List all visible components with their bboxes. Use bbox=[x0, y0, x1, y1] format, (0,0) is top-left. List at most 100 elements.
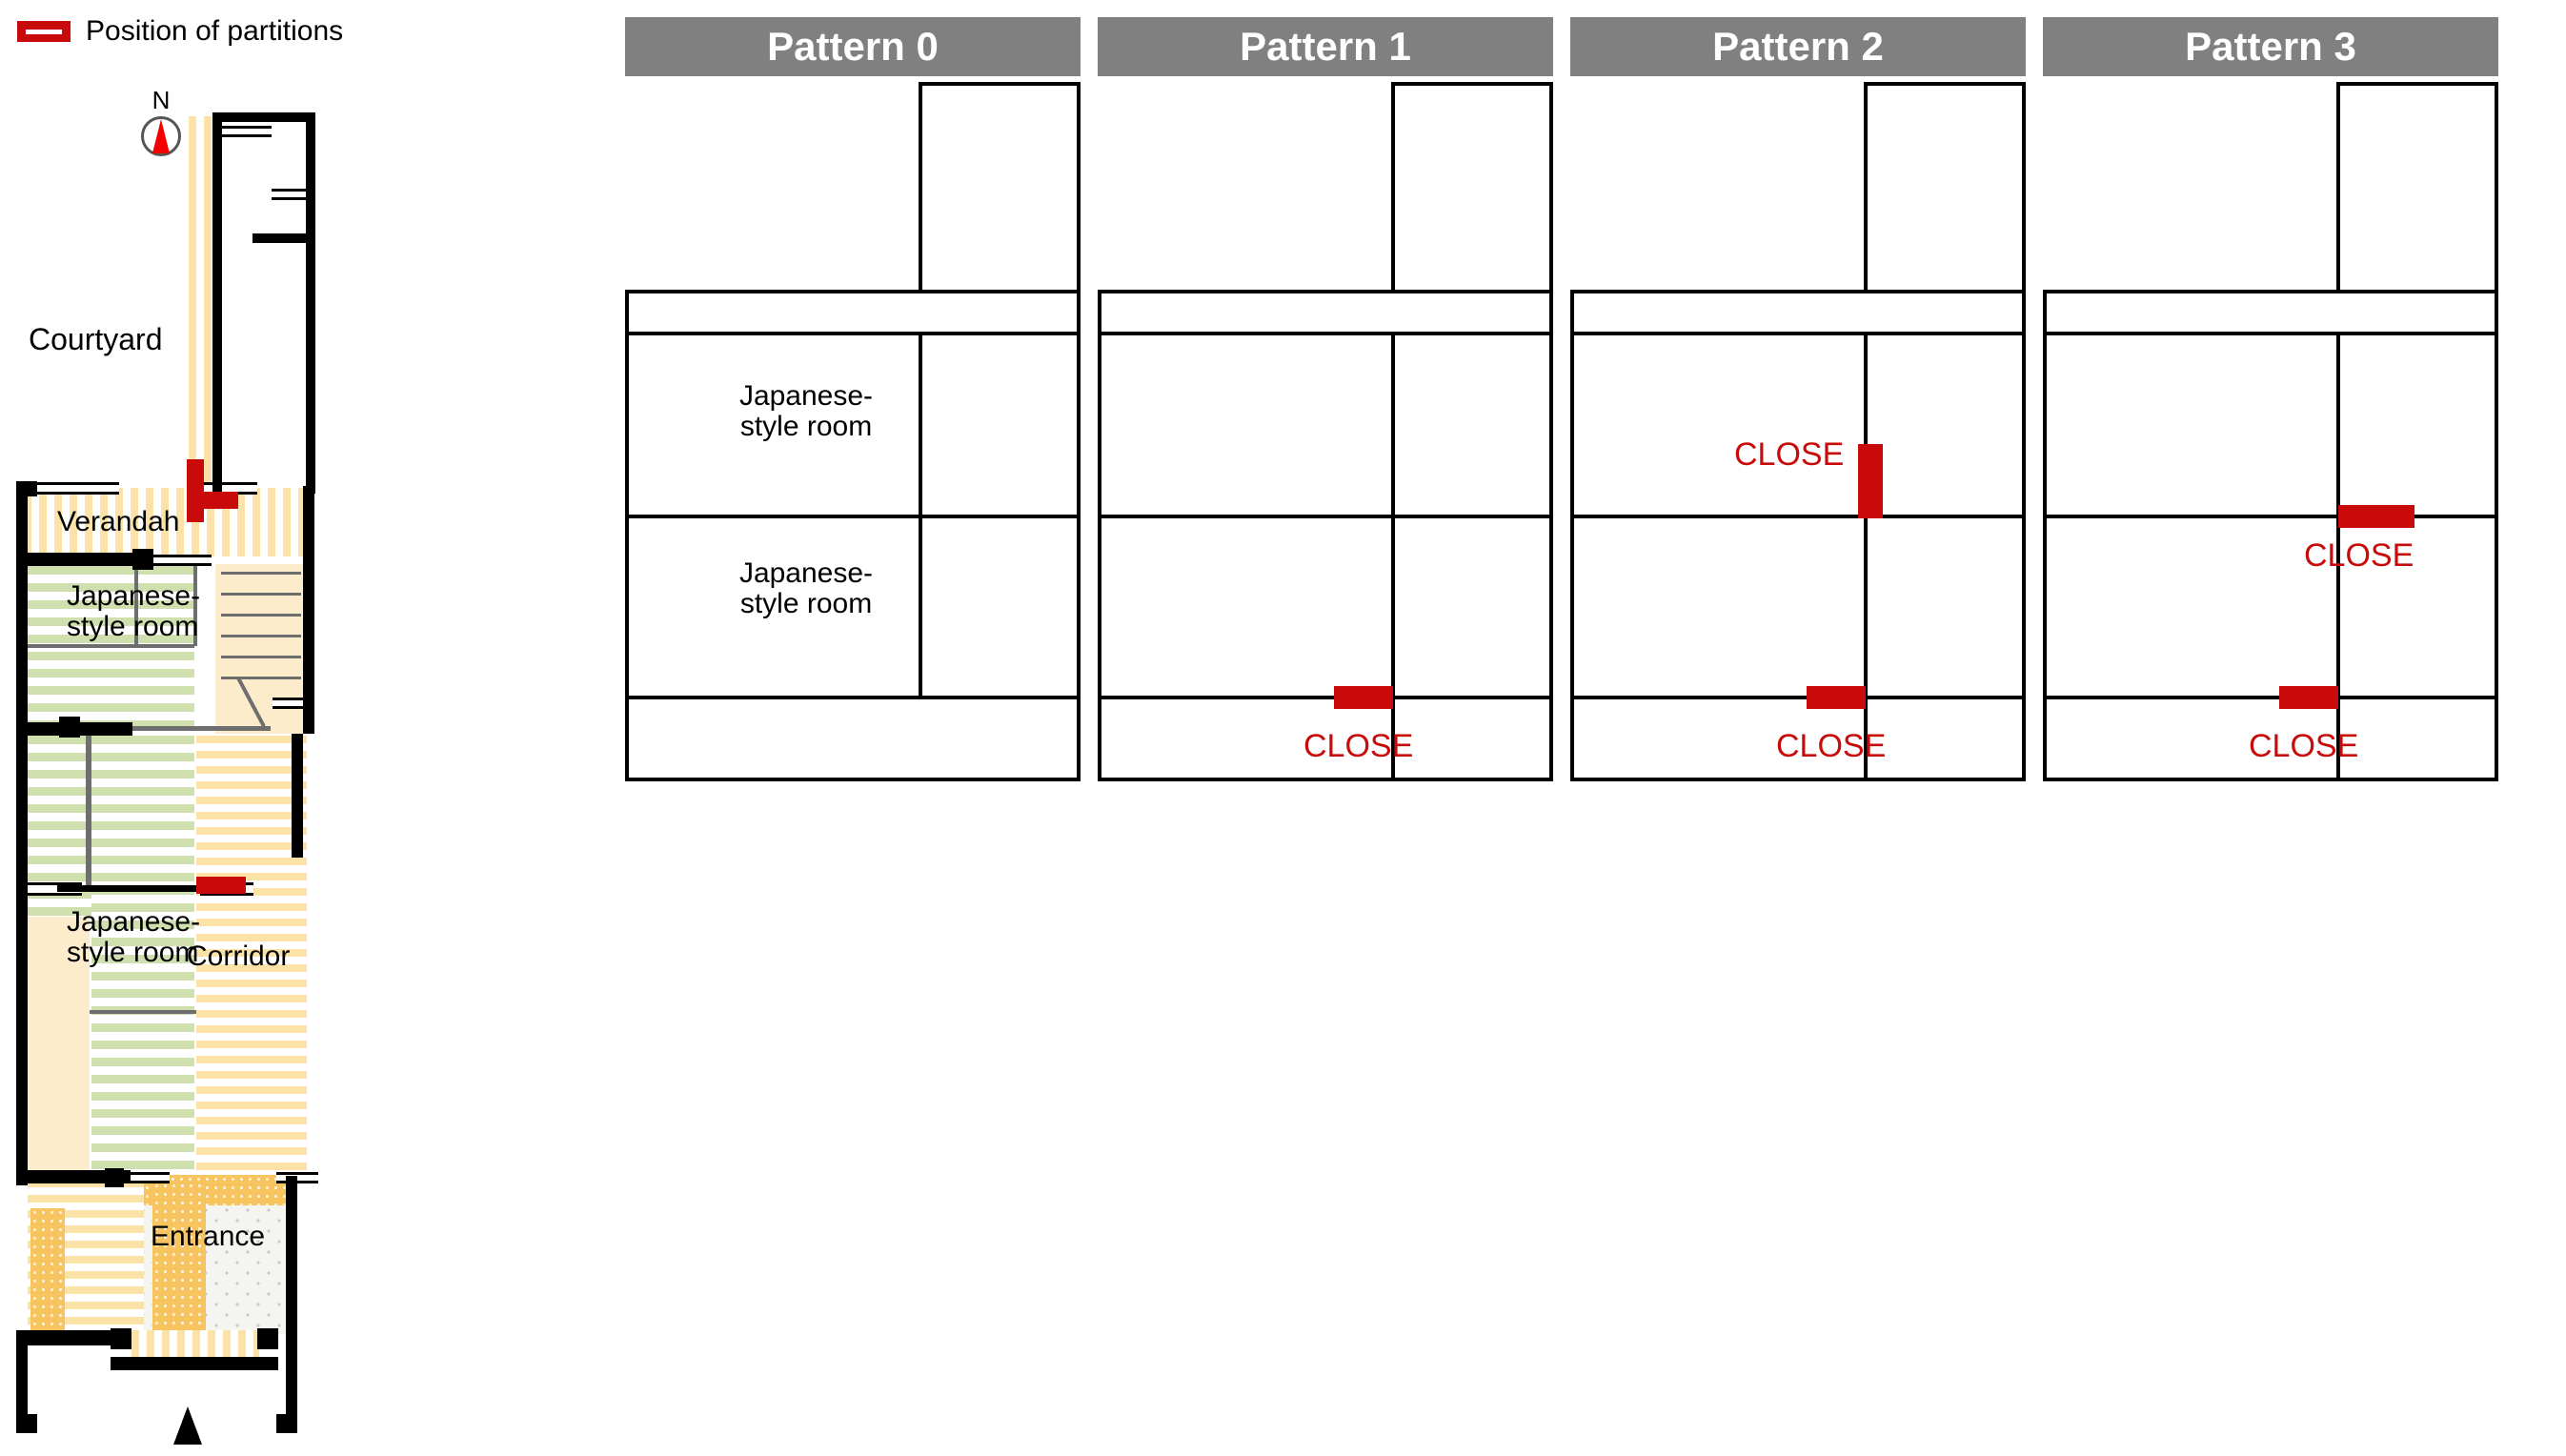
pattern-panel-2[interactable]: Pattern 2 CLOSE CLOSE bbox=[1570, 17, 2026, 1351]
p2-line-baseline bbox=[1570, 778, 2026, 781]
stair-step-3 bbox=[221, 614, 301, 617]
plan-partition-horizontal-mid bbox=[187, 492, 238, 509]
plan-wall-east-upper bbox=[303, 486, 314, 734]
room-north-label-line2: style room bbox=[67, 610, 199, 642]
p2-line-verandah-top bbox=[1570, 290, 2026, 293]
p1-line-top-right-edge bbox=[1549, 82, 1553, 293]
p2-line-corridor-v bbox=[1864, 335, 1868, 781]
p1-line-corridor-v bbox=[1391, 335, 1395, 781]
p0-line-top-right-h bbox=[919, 82, 1081, 86]
p0-line-verandah-bottom bbox=[625, 332, 1081, 335]
entrance-door-sill bbox=[111, 1357, 278, 1370]
compass-ring bbox=[141, 116, 181, 156]
entrance-post-south bbox=[111, 1328, 131, 1349]
annex-window-mid bbox=[272, 189, 308, 200]
plan-wall-southeast bbox=[286, 1330, 297, 1431]
stair-step-5 bbox=[221, 656, 301, 658]
room-north-post-a bbox=[132, 549, 153, 570]
p0-room-south-line2: style room bbox=[739, 587, 873, 619]
room-vertical-seam bbox=[86, 726, 91, 888]
annex-floor bbox=[214, 119, 310, 491]
room-north-tatami-seam-a bbox=[134, 566, 138, 646]
p3-line-top-right-h bbox=[2336, 82, 2498, 86]
room-north-wall-south-of-verandah bbox=[16, 553, 140, 566]
room-south-seam-a bbox=[90, 1010, 196, 1014]
p1-line-verandah-top bbox=[1098, 290, 1553, 293]
plan-wall-west-lower bbox=[16, 722, 28, 1185]
p0-line-mid-h bbox=[625, 515, 1081, 518]
room-south-lintel bbox=[57, 885, 210, 892]
room-north-label-line1: Japanese- bbox=[67, 580, 201, 612]
p1-line-right-edge bbox=[1549, 290, 1553, 781]
verandah-wall-north-block bbox=[16, 481, 37, 496]
annex-window-top bbox=[222, 126, 272, 137]
plan-partition-vertical bbox=[187, 459, 204, 522]
p0-line-right-edge bbox=[1077, 290, 1081, 781]
entrance-post-north bbox=[105, 1168, 124, 1187]
p0-line-corridor-v bbox=[919, 335, 922, 698]
p3-line-verandah-bottom bbox=[2043, 332, 2498, 335]
stair-step-4 bbox=[221, 635, 301, 637]
room-mid-seam bbox=[90, 726, 271, 731]
entrance-wall-north bbox=[16, 1170, 131, 1183]
room-south-label-line1: Japanese- bbox=[67, 906, 201, 938]
p3-line-baseline bbox=[2043, 778, 2498, 781]
p2-line-mid-h bbox=[1570, 515, 2026, 518]
p2-line-right-edge bbox=[2022, 290, 2026, 781]
p3-line-verandah-top bbox=[2043, 290, 2498, 293]
p0-line-left-edge bbox=[625, 290, 629, 781]
entrance-label: Entrance bbox=[151, 1221, 266, 1252]
plan-partition-horizontal-lower bbox=[196, 877, 246, 894]
p1-line-top-right-h bbox=[1391, 82, 1553, 86]
verandah-wall-west bbox=[16, 481, 28, 563]
pattern-1-header: Pattern 1 bbox=[1098, 17, 1553, 76]
p1-line-top-right-v bbox=[1391, 82, 1395, 293]
pattern-1-title: Pattern 1 bbox=[1240, 24, 1411, 69]
p1-line-mid-h bbox=[1098, 515, 1553, 518]
pattern-3-partition-middle bbox=[2338, 505, 2414, 528]
pattern-1-close-label-bottom: CLOSE bbox=[1303, 728, 1414, 764]
entrance-approach-arrow-icon bbox=[173, 1406, 202, 1445]
plan-wall-east-lower bbox=[292, 734, 303, 858]
p0-line-baseline bbox=[625, 778, 1081, 781]
p2-line-verandah-bottom bbox=[1570, 332, 2026, 335]
pattern-3-partition-bottom bbox=[2279, 686, 2338, 709]
p0-room-north-line2: style room bbox=[739, 410, 873, 442]
p3-line-mid-h bbox=[2043, 515, 2498, 518]
p0-line-bottom-h bbox=[625, 696, 1081, 699]
pattern-panel-0[interactable]: Pattern 0 Japanese- style room Japanese-… bbox=[625, 17, 1081, 1351]
p3-line-right-edge bbox=[2495, 290, 2498, 781]
pattern-2-close-label-middle: CLOSE bbox=[1734, 436, 1845, 473]
legend: Position of partitions bbox=[17, 17, 343, 46]
pattern-panel-3[interactable]: Pattern 3 CLOSE CLOSE bbox=[2043, 17, 2498, 1351]
compass-label: N bbox=[152, 86, 171, 114]
p2-line-top-right-v bbox=[1864, 82, 1868, 293]
stair-step-6 bbox=[221, 677, 301, 679]
room-north-label: Japanese- style room bbox=[67, 581, 200, 642]
entrance-closet-mid bbox=[152, 1182, 206, 1344]
pattern-3-close-label-bottom: CLOSE bbox=[2249, 728, 2359, 764]
compass-needle bbox=[152, 119, 170, 153]
corridor-label: Corridor bbox=[187, 940, 291, 972]
room-south-label: Japanese- style room bbox=[67, 907, 200, 968]
room-north-fusuma-a bbox=[152, 555, 212, 566]
p2-line-top-right-edge bbox=[2022, 82, 2026, 293]
partition-swatch-icon bbox=[17, 21, 71, 42]
p0-line-top-right-v bbox=[919, 82, 922, 293]
room-north-wall-west bbox=[16, 553, 28, 732]
pattern-2-close-label-bottom: CLOSE bbox=[1776, 728, 1887, 764]
room-north-tatami-seam-b bbox=[193, 564, 197, 646]
p0-line-top-right-edge bbox=[1077, 82, 1081, 293]
p0-room-south-line1: Japanese- bbox=[738, 557, 874, 589]
pattern-2-header: Pattern 2 bbox=[1570, 17, 2026, 76]
p2-line-top-right-h bbox=[1864, 82, 2026, 86]
pattern-2-title: Pattern 2 bbox=[1712, 24, 1884, 69]
p3-line-corridor-v bbox=[2336, 335, 2340, 781]
plan-wall-southwest-foot bbox=[16, 1414, 37, 1433]
p1-line-baseline bbox=[1098, 778, 1553, 781]
p1-line-bottom-h bbox=[1098, 696, 1553, 699]
verandah-label: Verandah bbox=[57, 506, 180, 537]
room-south-label-line2: style room bbox=[67, 936, 199, 968]
pattern-panel-1[interactable]: Pattern 1 CLOSE bbox=[1098, 17, 1553, 1351]
plan-post-mid bbox=[59, 717, 80, 738]
